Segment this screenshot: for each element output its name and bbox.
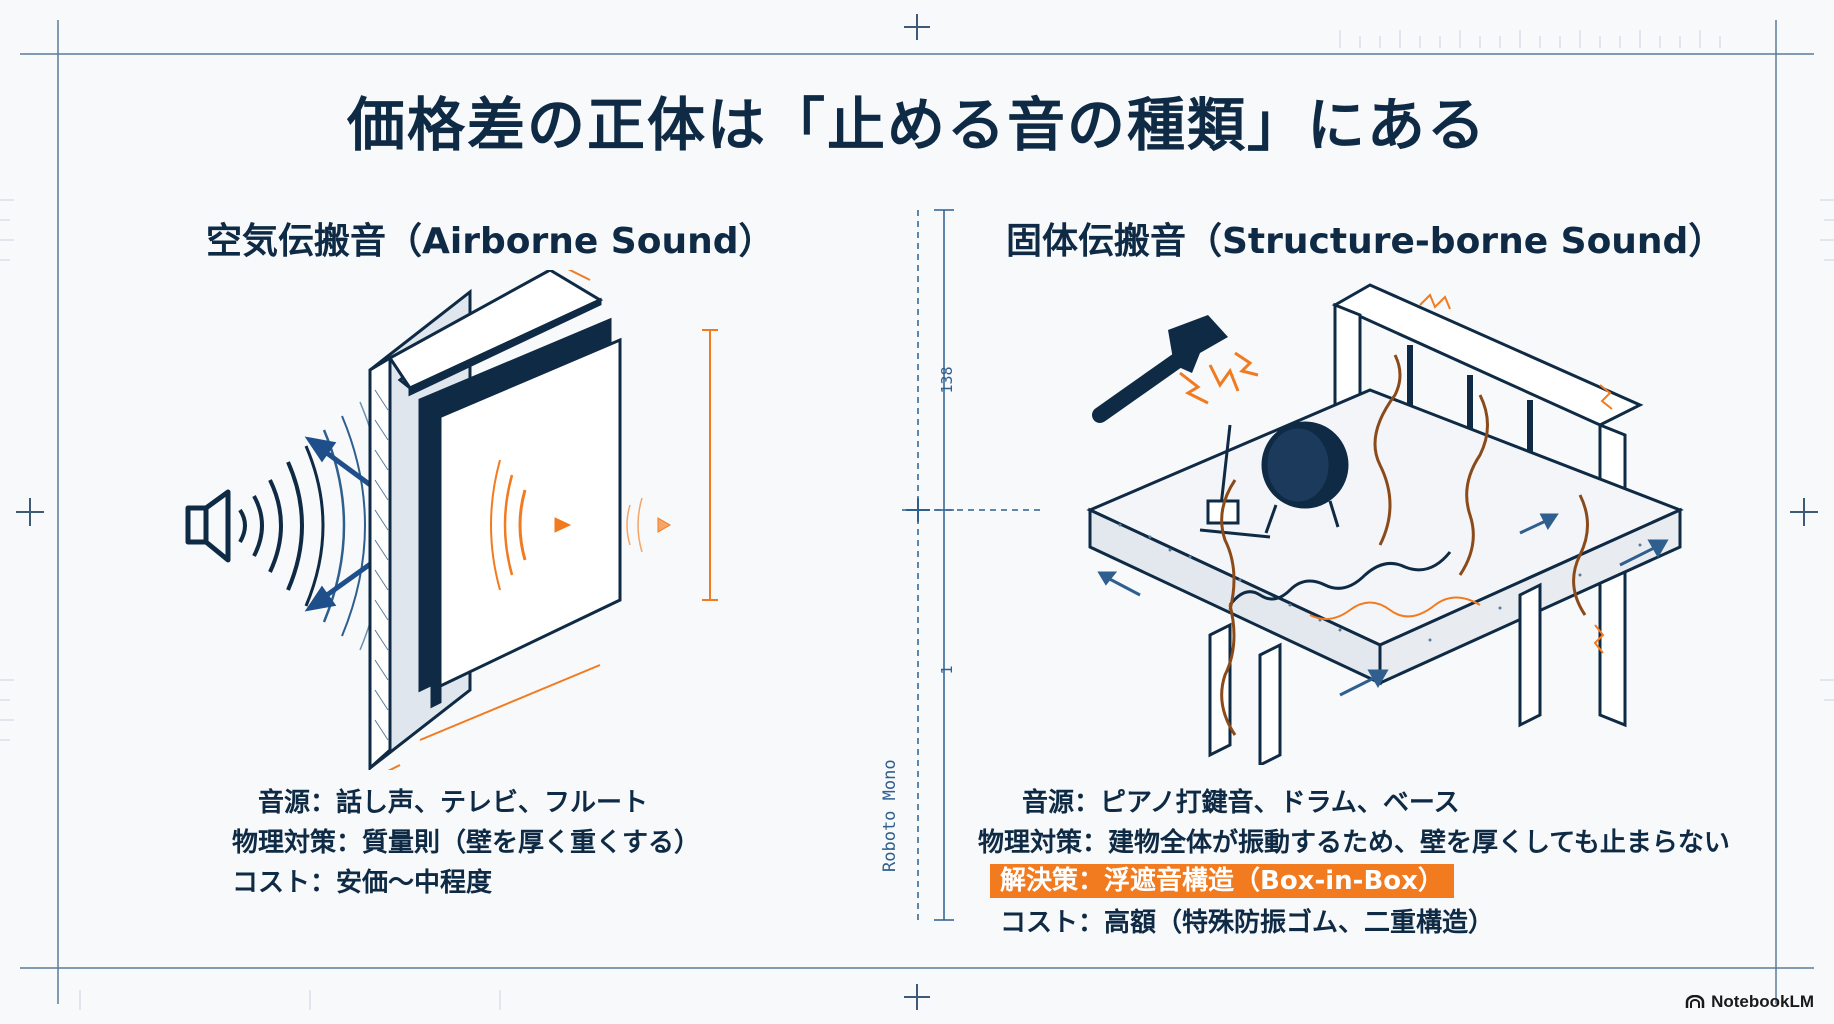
dimension-value-lower: 1 [938,665,956,674]
airborne-source-text: 音源：話し声、テレビ、フルート [258,788,649,818]
transmitted-wave-icon [490,459,671,591]
floor-slab [1086,388,1684,765]
impact-icon [1179,351,1259,405]
dimension-lines [387,270,718,770]
page-title: 価格差の正体は「止める音の種類」にある [346,91,1487,159]
brand-name: NotebookLM [1711,992,1814,1011]
airborne-countermeasure-text: 物理対策：質量則（壁を厚く重くする） [232,828,701,858]
structure-countermeasure-text: 物理対策：建物全体が振動するため、壁を厚くしても止まらない [978,828,1730,858]
airborne-illustration [185,270,718,770]
structure-solution-highlight: 解決策：浮遮音構造（Box-in-Box） [990,860,1454,898]
crosshair-marks [16,14,1818,1010]
ruler-ticks [0,30,1834,1010]
structure-borne-heading: 固体伝搬音（Structure-borne Sound） [1006,221,1725,262]
crosshair-icon [906,498,930,522]
hammer-icon [1092,315,1228,423]
solution-highlight-label: 解決策：浮遮音構造（Box-in-Box） [990,864,1454,898]
drum-icon [1199,421,1349,539]
dimension-font-label: Roboto Mono [880,759,900,872]
airborne-heading: 空気伝搬音（Airborne Sound） [206,221,775,262]
structure-source-text: 音源：ピアノ打鍵音、ドラム、ベース [1022,788,1460,818]
notebooklm-logo-icon [1685,995,1705,1008]
concrete-speckle [1118,523,1642,642]
speaker-icon [185,489,231,563]
structure-cost-text: コスト：高額（特殊防振ゴム、二重構造） [1000,908,1495,938]
airborne-cost-text: コスト：安価〜中程度 [232,868,493,898]
vibration-path-icon [1220,354,1589,736]
frame-border [57,53,1777,969]
vibration-arrow-icon [1097,513,1669,697]
sound-wave-icon [238,401,387,651]
structure-borne-illustration [1086,283,1684,765]
brand-watermark: NotebookLM [1685,992,1814,1012]
center-dimension: 138 1 [902,209,1040,921]
wall-section [368,270,622,770]
vibration-accent-icon [1419,293,1613,654]
insulation-hatch [374,389,389,741]
dimension-value-upper: 138 [938,366,956,393]
